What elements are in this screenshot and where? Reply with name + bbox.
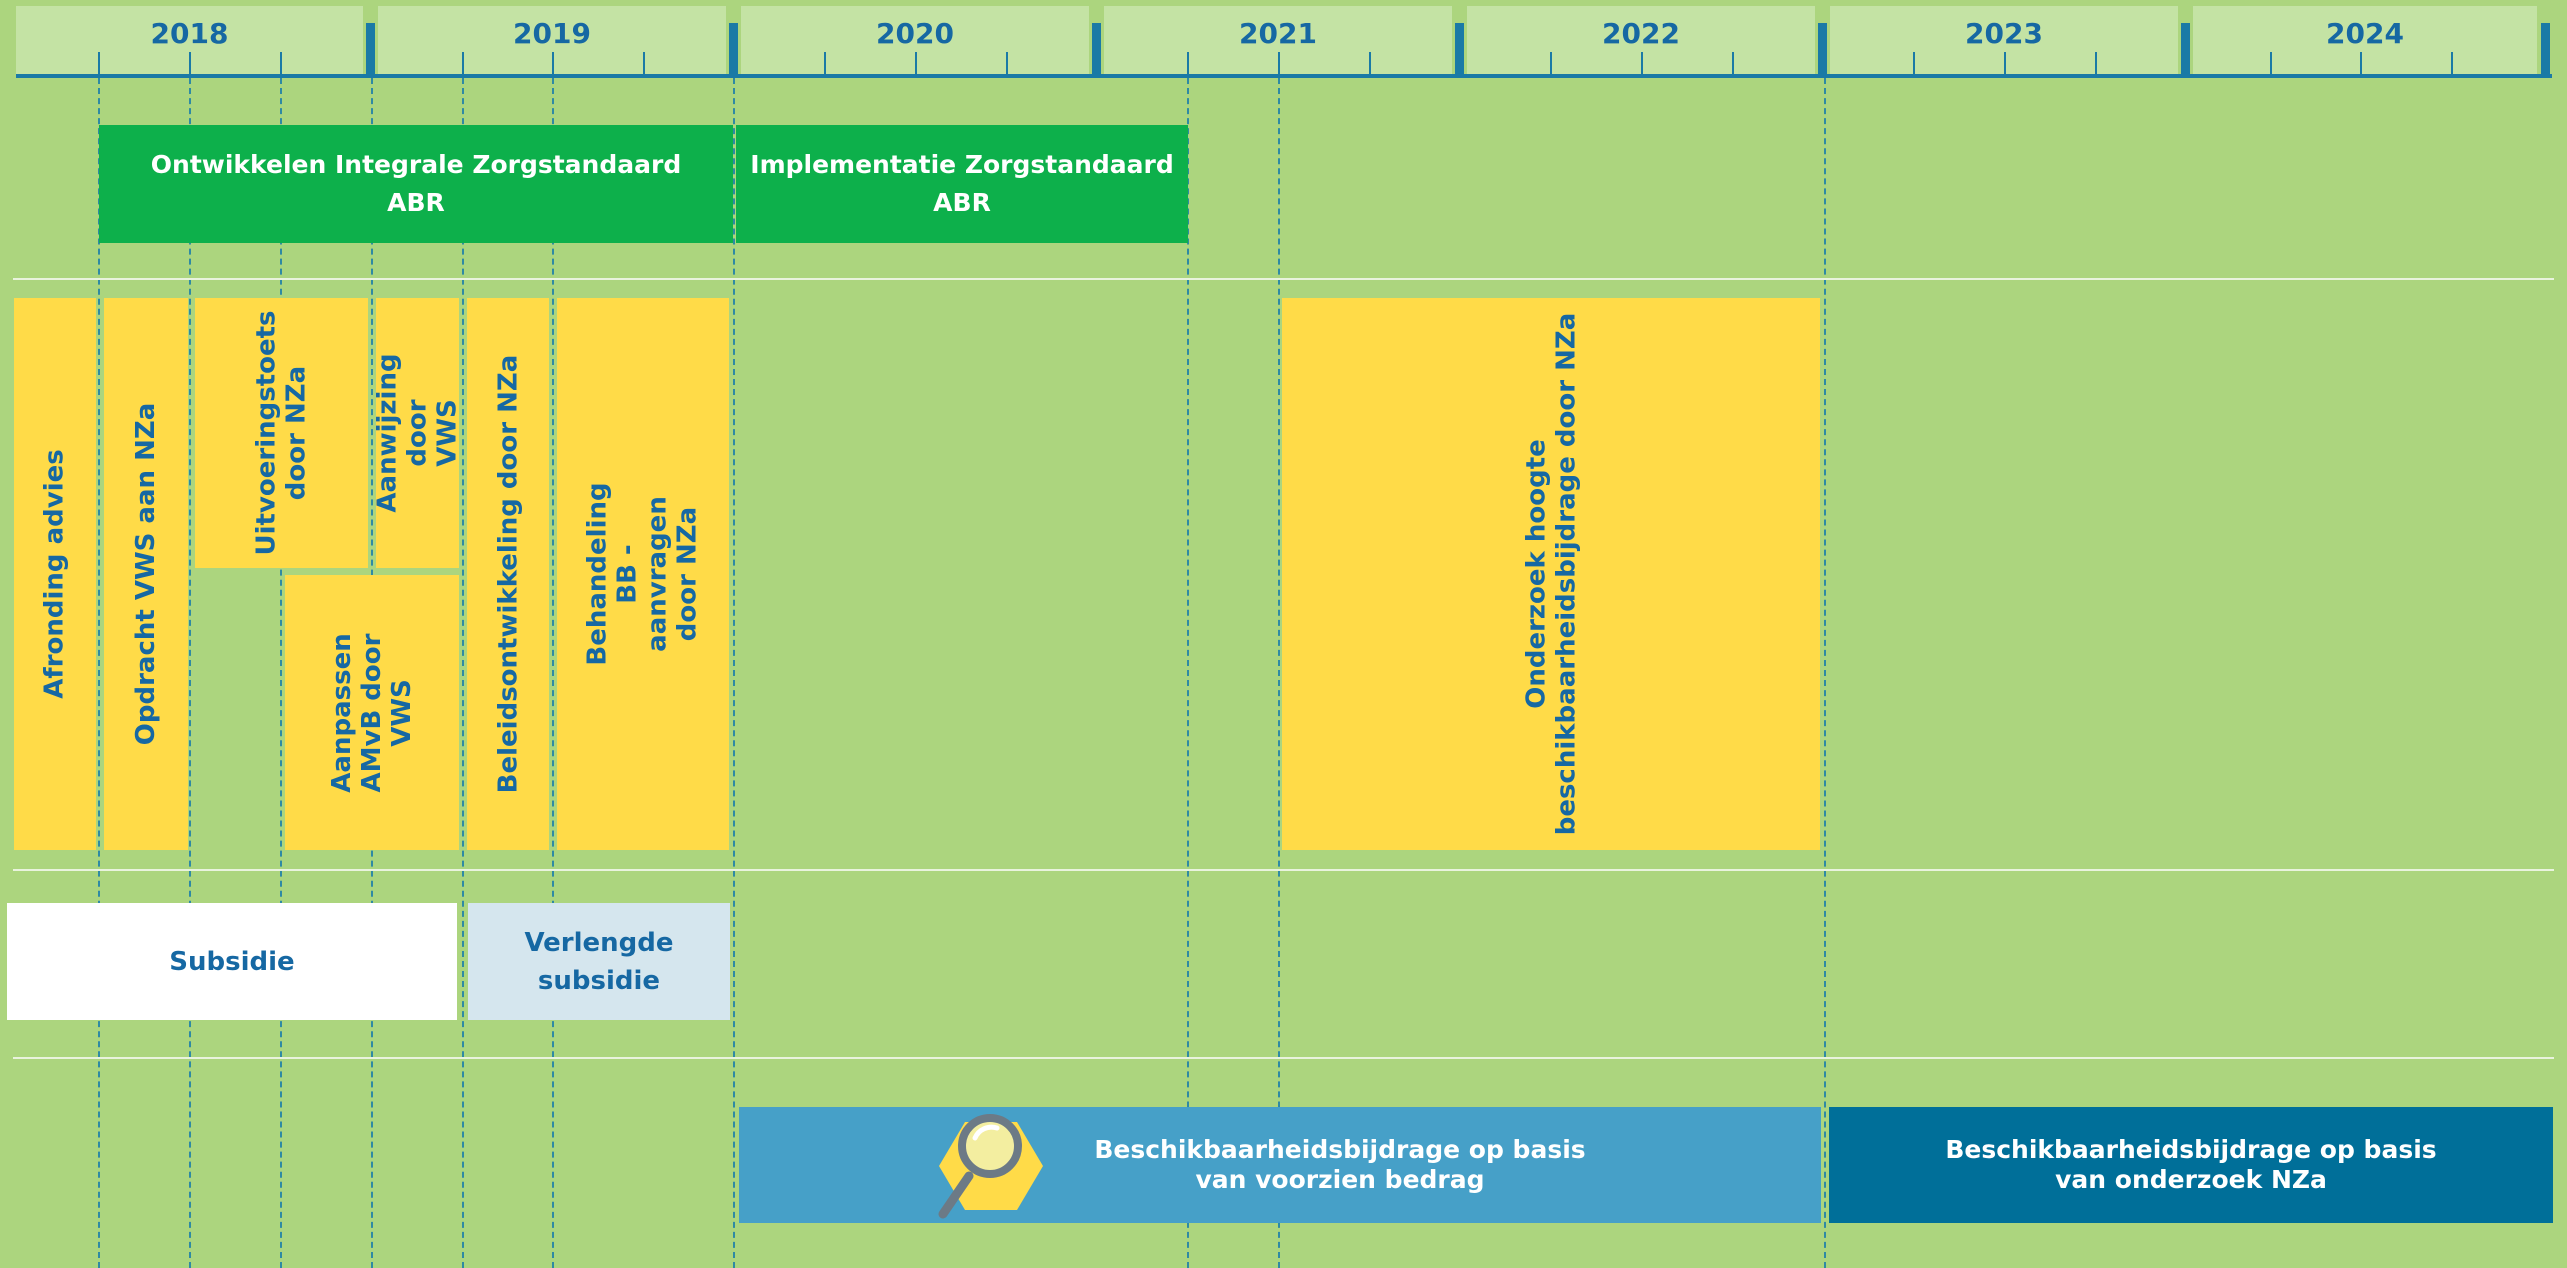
- quarter-tick: [1550, 52, 1552, 76]
- step-afronding: Afronding advies: [14, 298, 96, 850]
- year-separator: [1092, 23, 1101, 78]
- step-beleidsontwikkeling: Beleidsontwikkeling door NZa: [467, 298, 549, 850]
- step-label: Behandeling BB - aanvragen door NZa: [583, 482, 703, 666]
- box-subsidie: Subsidie: [7, 903, 457, 1020]
- year-separator: [729, 23, 738, 78]
- guide-line: [1278, 78, 1280, 1268]
- year-separator: [2181, 23, 2190, 78]
- quarter-tick: [462, 52, 464, 76]
- bar-implementatie: Implementatie Zorgstandaard ABR: [736, 125, 1188, 243]
- box-verlengde-subsidie: Verlengde subsidie: [468, 903, 730, 1020]
- quarter-tick: [1913, 52, 1915, 76]
- quarter-tick: [1369, 52, 1371, 76]
- year-label: 2019: [513, 17, 591, 50]
- contribution-label: Beschikbaarheidsbijdrage op basis van on…: [1945, 1135, 2437, 1194]
- year-separator: [366, 23, 375, 78]
- step-behandeling: Behandeling BB - aanvragen door NZa: [557, 298, 729, 850]
- step-opdracht: Opdracht VWS aan NZa: [104, 298, 188, 850]
- funding-label: Subsidie: [169, 946, 295, 977]
- step-label: Uitvoeringstoets door NZa: [251, 310, 312, 556]
- guide-line: [1824, 78, 1826, 1268]
- quarter-tick: [1278, 52, 1280, 76]
- guide-line: [98, 78, 100, 1268]
- quarter-tick: [1641, 52, 1643, 76]
- year-header-2023: 2023: [1830, 6, 2178, 77]
- quarter-tick: [2270, 52, 2272, 76]
- year-separator: [1455, 23, 1464, 78]
- year-label: 2023: [1965, 17, 2043, 50]
- guide-line: [462, 78, 464, 1268]
- year-label: 2024: [2326, 17, 2404, 50]
- year-header-2022: 2022: [1467, 6, 1815, 77]
- funding-label: Verlengde subsidie: [524, 927, 674, 996]
- quarter-tick: [98, 52, 100, 76]
- step-onderzoek: Onderzoek hoogte beschikbaarheidsbijdrag…: [1282, 298, 1820, 850]
- quarter-tick: [2451, 52, 2453, 76]
- year-label: 2018: [150, 17, 229, 50]
- bar-beschikbaarheidsbijdrage-onderzoek: Beschikbaarheidsbijdrage op basis van on…: [1829, 1107, 2553, 1223]
- step-label: Aanpassen AMvB door VWS: [327, 632, 417, 793]
- year-label: 2021: [1239, 17, 1317, 50]
- year-label: 2022: [1602, 17, 1680, 50]
- step-aanpassen: Aanpassen AMvB door VWS: [285, 575, 459, 850]
- quarter-tick: [2004, 52, 2006, 76]
- section-divider: [13, 869, 2554, 871]
- quarter-tick: [2095, 52, 2097, 76]
- step-label: Beleidsontwikkeling door NZa: [493, 354, 523, 794]
- quarter-tick: [1006, 52, 1008, 76]
- guide-line: [1187, 78, 1189, 1268]
- quarter-tick: [2360, 52, 2362, 76]
- step-label: Aanwijzing door VWS: [372, 353, 463, 513]
- bar-beschikbaarheidsbijdrage-voorzien: Beschikbaarheidsbijdrage op basis van vo…: [739, 1107, 1821, 1223]
- step-aanwijzing: Aanwijzing door VWS: [373, 298, 463, 568]
- quarter-tick: [1187, 52, 1189, 76]
- year-separator: [1818, 23, 1827, 78]
- guide-line: [552, 78, 554, 1268]
- quarter-tick: [915, 52, 917, 76]
- bar-ontwikkelen: Ontwikkelen Integrale Zorgstandaard ABR: [99, 125, 733, 243]
- year-label: 2020: [876, 17, 954, 50]
- bar-label: Ontwikkelen Integrale Zorgstandaard ABR: [150, 150, 682, 217]
- bar-label: Implementatie Zorgstandaard ABR: [750, 150, 1174, 217]
- quarter-tick: [643, 52, 645, 76]
- quarter-tick: [280, 52, 282, 76]
- step-label: Opdracht VWS aan NZa: [131, 402, 162, 746]
- quarter-tick: [824, 52, 826, 76]
- guide-line: [733, 78, 735, 1268]
- section-divider: [13, 1057, 2554, 1059]
- year-header-2024: 2024: [2193, 6, 2537, 77]
- contribution-label: Beschikbaarheidsbijdrage op basis van vo…: [1094, 1135, 1586, 1194]
- quarter-tick: [1732, 52, 1734, 76]
- step-label: Afronding advies: [40, 449, 71, 699]
- guide-line: [280, 78, 282, 1268]
- guide-line: [189, 78, 191, 1268]
- time-axis: [16, 74, 2552, 78]
- step-uitvoeringstoets: Uitvoeringstoets door NZa: [195, 298, 368, 568]
- quarter-tick: [552, 52, 554, 76]
- step-label: Onderzoek hoogte beschikbaarheidsbijdrag…: [1521, 312, 1581, 836]
- magnifier-icon: [938, 1114, 1043, 1219]
- year-separator: [2541, 23, 2550, 78]
- quarter-tick: [189, 52, 191, 76]
- section-divider: [13, 278, 2554, 280]
